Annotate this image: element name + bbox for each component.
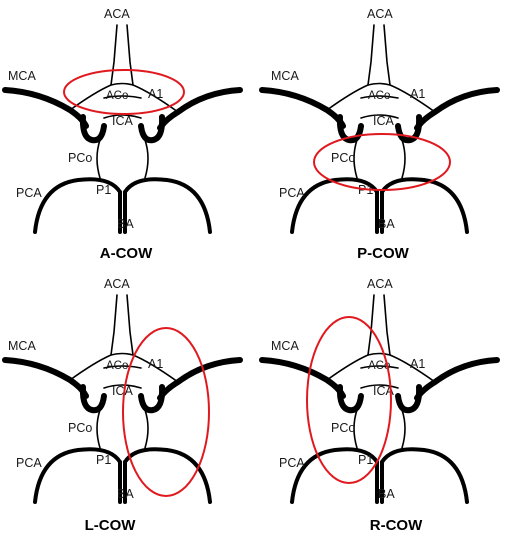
mca-label: MCA	[271, 339, 299, 353]
mca-label: MCA	[8, 69, 36, 83]
mca-label: MCA	[8, 339, 36, 353]
pco-label: PCo	[68, 421, 92, 435]
aco-label: ACo	[106, 360, 128, 372]
aca-label: ACA	[367, 277, 393, 291]
highlight-ellipse-posterior	[313, 133, 451, 191]
ica-label: ICA	[373, 114, 395, 128]
a1-label: A1	[148, 357, 163, 371]
pco-label: PCo	[68, 151, 92, 165]
panel-r-cow: ACA MCA ACo A1 ICA PCo PCA P1 BA R-COW	[262, 277, 497, 534]
panel-caption: P-COW	[357, 245, 410, 262]
pco-label: PCo	[331, 151, 355, 165]
ica-label: ICA	[112, 384, 134, 398]
ba-label: BA	[117, 217, 134, 231]
highlight-ellipse-right	[306, 316, 392, 484]
a1-label: A1	[410, 87, 425, 101]
p1-label: P1	[96, 183, 111, 197]
a1-label: A1	[148, 87, 163, 101]
panel-caption: R-COW	[370, 517, 423, 534]
pca-label: PCA	[279, 186, 305, 200]
ba-label: BA	[378, 217, 395, 231]
panel-a-cow: ACA MCA ACo A1 ICA PCo PCA P1 BA A-COW	[5, 7, 240, 262]
pco-label: PCo	[331, 421, 355, 435]
pca-label: PCA	[16, 186, 42, 200]
highlight-ellipse-anterior	[63, 69, 185, 115]
ica-label: ICA	[373, 384, 395, 398]
aca-label: ACA	[104, 277, 130, 291]
a1-label: A1	[410, 357, 425, 371]
highlight-ellipse-left	[122, 327, 210, 497]
vessel-diagram	[262, 295, 497, 502]
panel-l-cow: ACA MCA ACo A1 ICA PCo PCA P1 BA L-COW	[5, 277, 240, 534]
aca-label: ACA	[367, 7, 393, 21]
panel-caption: A-COW	[100, 245, 153, 262]
aco-label: ACo	[106, 90, 128, 102]
aco-label: ACo	[368, 90, 390, 102]
panel-caption: L-COW	[85, 517, 137, 534]
aco-label: ACo	[368, 360, 390, 372]
vessel-diagram	[5, 25, 240, 232]
aca-label: ACA	[104, 7, 130, 21]
ba-label: BA	[117, 487, 134, 501]
p1-label: P1	[358, 453, 373, 467]
pca-label: PCA	[279, 456, 305, 470]
pca-label: PCA	[16, 456, 42, 470]
p1-label: P1	[96, 453, 111, 467]
ica-label: ICA	[112, 114, 134, 128]
panel-p-cow: ACA MCA ACo A1 ICA PCo PCA P1 BA P-COW	[262, 7, 497, 262]
vessel-diagram	[262, 25, 497, 232]
mca-label: MCA	[271, 69, 299, 83]
ba-label: BA	[378, 487, 395, 501]
